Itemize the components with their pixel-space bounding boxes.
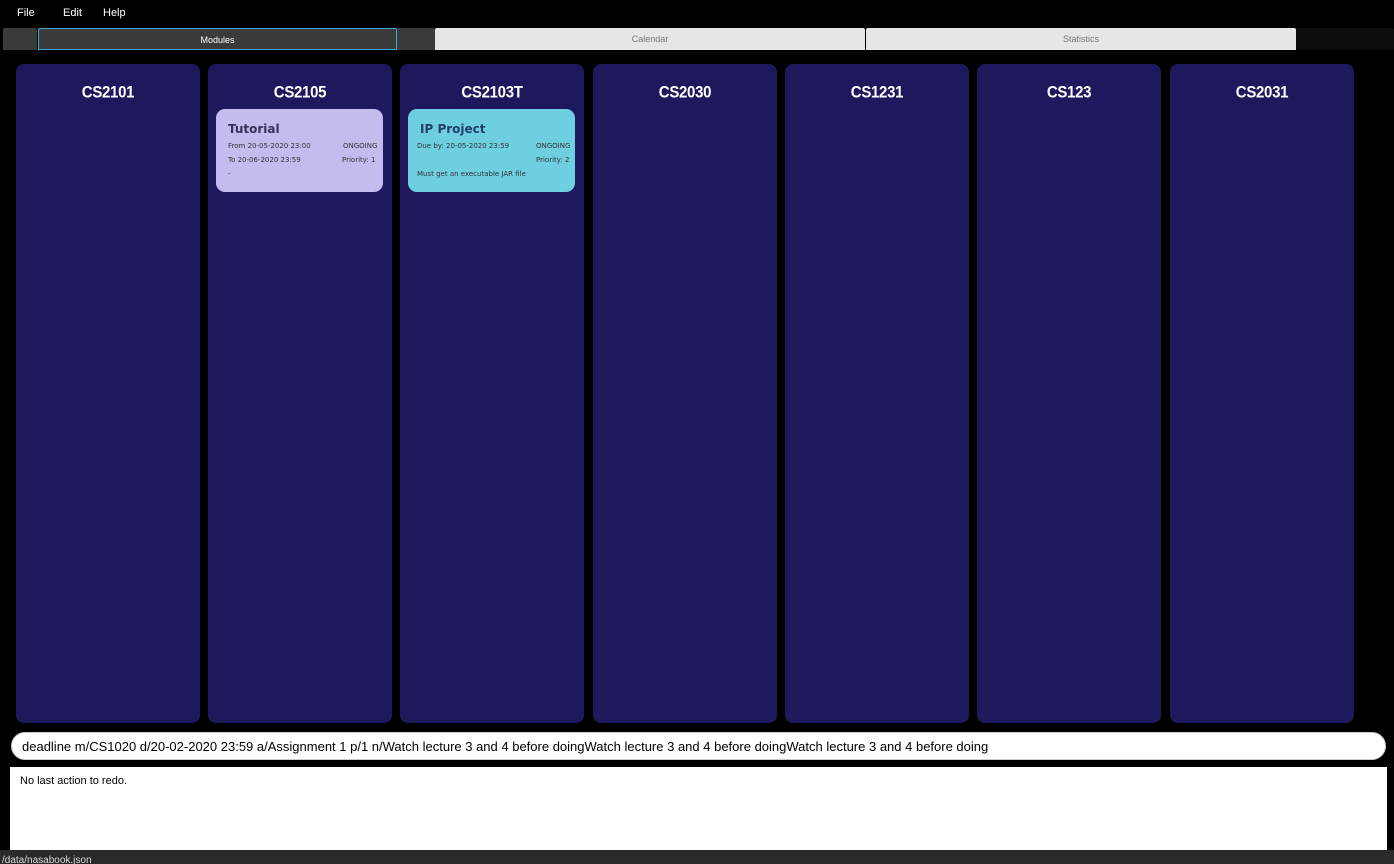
module-title: CS123: [1046, 82, 1092, 103]
module-column-cs2103t: CS2103T IP Project Due by: 20-05-2020 23…: [400, 64, 584, 723]
task-title: IP Project: [420, 122, 486, 136]
tab-bar-spacer: [3, 28, 37, 50]
task-from: From 20-05-2020 23:00: [228, 142, 311, 150]
module-title: CS2105: [273, 82, 327, 103]
tab-statistics[interactable]: Statistics: [866, 28, 1296, 50]
task-to: To 20-06-2020 23:59: [228, 156, 301, 164]
menu-file[interactable]: File: [17, 7, 35, 19]
status-bar: /data/nasabook.json: [0, 850, 1394, 864]
module-title: CS2103T: [461, 82, 523, 103]
module-column-cs1231: CS1231: [785, 64, 969, 723]
tab-modules[interactable]: Modules: [38, 28, 397, 50]
tab-calendar[interactable]: Calendar: [435, 28, 865, 50]
module-title: CS1231: [850, 82, 904, 103]
tab-bar-spacer: [1296, 28, 1394, 50]
tab-bar-spacer: [397, 28, 435, 50]
task-due: Due by: 20-05-2020 23:59: [417, 142, 510, 150]
menu-bar: File Edit Help: [0, 0, 1394, 26]
menu-help[interactable]: Help: [103, 7, 126, 19]
result-text: No last action to redo.: [20, 775, 128, 787]
tab-bar: Modules Calendar Statistics: [0, 26, 1394, 52]
command-input[interactable]: deadline m/CS1020 d/20-02-2020 23:59 a/A…: [11, 732, 1386, 760]
module-column-cs2030: CS2030: [593, 64, 777, 723]
result-display: No last action to redo.: [10, 767, 1387, 850]
module-title: CS2101: [81, 82, 135, 103]
menu-edit[interactable]: Edit: [63, 7, 82, 19]
module-column-cs123: CS123: [977, 64, 1161, 723]
task-priority: Priority: 2: [536, 156, 570, 164]
module-title: CS2030: [658, 82, 712, 103]
task-status: ONGOING: [343, 142, 378, 150]
task-title: Tutorial: [228, 122, 280, 136]
task-note: Must get an executable JAR file: [417, 170, 526, 178]
task-card-ip-project[interactable]: IP Project Due by: 20-05-2020 23:59 ONGO…: [408, 109, 575, 192]
task-status: ONGOING: [536, 142, 571, 150]
task-note: -: [228, 170, 231, 178]
task-priority: Priority: 1: [342, 156, 376, 164]
task-card-tutorial[interactable]: Tutorial From 20-05-2020 23:00 ONGOING T…: [216, 109, 383, 192]
module-title: CS2031: [1235, 82, 1289, 103]
module-column-cs2105: CS2105 Tutorial From 20-05-2020 23:00 ON…: [208, 64, 392, 723]
save-location: /data/nasabook.json: [2, 855, 92, 864]
module-column-cs2101: CS2101: [16, 64, 200, 723]
module-column-cs2031: CS2031: [1170, 64, 1354, 723]
